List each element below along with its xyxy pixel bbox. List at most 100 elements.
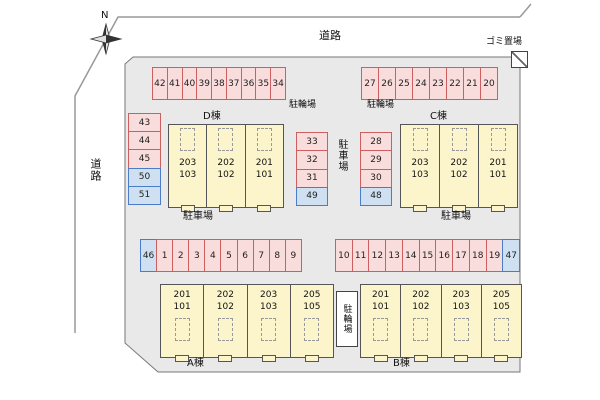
parking-space-10: 10 [335,239,353,272]
room-numbers: 201 101 [256,158,273,181]
bicycle-parking-label-right: 駐輪場 [367,100,395,110]
stairwell-icon [451,128,467,151]
parking-space-18: 18 [468,239,487,272]
building-a-unit-4: 205 105 [291,285,333,357]
room-numbers: 203 103 [453,290,470,313]
room-number: 201 [372,290,390,300]
garbage-area-label: ゴミ置場 [486,37,523,47]
parking-space-14: 14 [401,239,420,272]
parking-space-46: 46 [140,239,158,272]
room-numbers: 203 103 [411,158,428,181]
parking-space-45: 45 [128,149,161,169]
parking-space-34: 34 [270,67,287,100]
parking-space-22: 22 [446,67,464,100]
room-number: 103 [179,169,197,180]
building-c-unit-1: 203 103 [401,125,440,207]
room-numbers: 205 105 [493,290,510,313]
parking-space-3: 3 [188,239,206,272]
room-number: 102 [412,301,430,312]
parking-space-31: 31 [296,168,328,188]
room-number: 201 [489,158,507,168]
parking-space-39: 39 [196,67,213,100]
parking-space-6: 6 [236,239,254,272]
room-numbers: 201 101 [372,290,389,313]
building-b-unit-1: 201 101 [361,285,402,357]
building-d-unit-2: 202 102 [207,125,246,207]
parking-space-50: 50 [128,167,161,187]
room-number: 102 [450,169,468,180]
stairwell-icon [180,128,196,151]
room-number: 102 [216,301,234,312]
parking-space-9: 9 [284,239,302,272]
room-numbers: 202 102 [217,290,234,313]
parking-space-5: 5 [220,239,238,272]
room-numbers: 201 101 [489,158,506,181]
room-number: 101 [173,301,191,312]
parking-space-8: 8 [268,239,286,272]
parking-space-23: 23 [429,67,447,100]
parking-space-38: 38 [211,67,227,100]
parking-space-16: 16 [435,239,454,272]
building-a-unit-3: 203 103 [248,285,291,357]
car-parking-label-left: 駐車場 [183,211,213,222]
room-numbers: 202 102 [450,158,467,181]
room-number: 103 [411,169,429,180]
stairwell-icon [256,128,272,151]
building-c-name: C棟 [430,111,447,122]
stairwell-icon [373,318,389,342]
room-number: 201 [255,158,273,168]
room-number: 105 [303,301,321,312]
building-a-unit-2: 202 102 [204,285,248,357]
room-number: 103 [260,301,278,312]
parking-space-40: 40 [181,67,198,100]
parking-space-7: 7 [252,239,270,272]
building-b: 201 101 202 102 203 103 205 105 [360,284,522,358]
parking-space-11: 11 [351,239,370,272]
room-number: 101 [372,301,390,312]
room-number: 201 [173,290,191,300]
parking-space-30: 30 [360,168,392,188]
building-d-unit-1: 203 103 [169,125,208,207]
parking-space-48: 48 [360,186,392,206]
garbage-box [511,51,528,68]
parking-space-33: 33 [296,132,328,152]
room-number: 203 [179,158,197,168]
car-parking-label-right: 駐車場 [441,211,471,222]
building-b-unit-3: 203 103 [442,285,482,357]
parking-space-15: 15 [418,239,437,272]
building-d-unit-3: 201 101 [246,125,283,207]
parking-space-35: 35 [255,67,272,100]
building-c: 203 103 202 102 201 101 [400,124,518,208]
parking-space-41: 41 [166,67,183,100]
room-number: 102 [217,169,235,180]
stairwell-icon [174,318,190,342]
parking-space-36: 36 [240,67,257,100]
room-numbers: 203 103 [179,158,196,181]
road-edge-top-right-bend [519,3,532,18]
stairwell-icon [490,128,506,151]
parking-space-25: 25 [395,67,413,100]
building-a: 201 101 202 102 203 103 205 105 [160,284,334,358]
parking-space-43: 43 [128,113,161,133]
stairwell-icon [218,128,234,151]
stairwell-icon [261,318,277,342]
stairwell-icon [453,318,469,342]
parking-space-29: 29 [360,150,392,170]
stairwell-icon [412,128,428,151]
parking-space-24: 24 [412,67,430,100]
parking-space-2: 2 [172,239,190,272]
parking-space-44: 44 [128,131,161,151]
car-parking-label-center: 駐車場 [336,139,347,172]
room-number: 203 [452,290,470,300]
room-number: 203 [411,158,429,168]
parking-space-27: 27 [361,67,379,100]
road-label-left: 道路 [89,158,102,182]
parking-space-47: 47 [502,239,521,272]
room-numbers: 202 102 [412,290,429,313]
